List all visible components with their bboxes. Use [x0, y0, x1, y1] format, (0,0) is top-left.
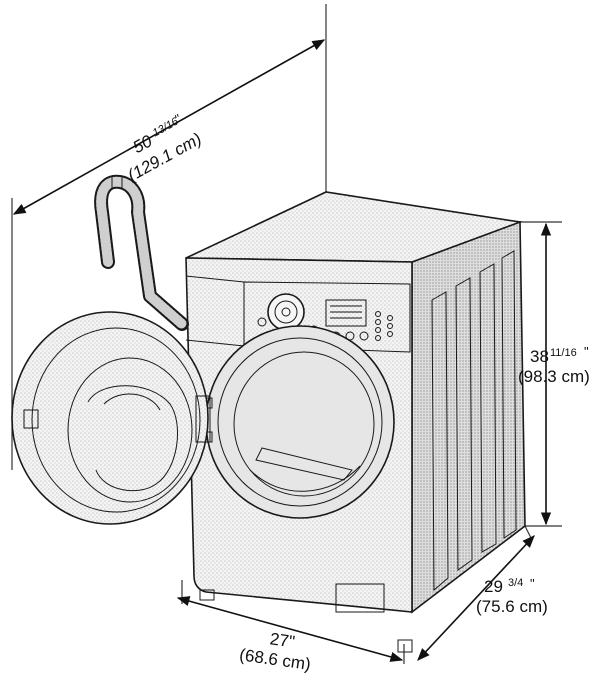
display-panel — [325, 299, 367, 327]
foot-right — [397, 639, 413, 653]
side-depth-value: 29 — [484, 577, 503, 596]
drum-paddle — [255, 447, 353, 481]
height-unit-mark: " — [584, 344, 589, 359]
drum-icon — [205, 325, 395, 519]
control-dial-icon — [267, 293, 305, 331]
power-button-icon — [257, 317, 267, 327]
display-segments — [330, 305, 362, 319]
width-value: 27" — [269, 629, 296, 651]
depth-diagonal-dimension-line — [12, 39, 326, 215]
drain-hose-icon — [94, 174, 189, 331]
washing-machine-illustration — [185, 191, 526, 653]
service-panel — [335, 583, 385, 613]
side-depth-fraction: 3/4 — [508, 577, 523, 589]
side-ribs — [431, 250, 517, 592]
side-depth-metric: (75.6 cm) — [476, 597, 548, 616]
width-dimension-line — [176, 596, 404, 662]
option-buttons — [375, 311, 393, 341]
door-latch — [23, 409, 39, 429]
door-hinge-arm — [195, 395, 211, 443]
dimension-lines — [12, 39, 552, 662]
foot-left — [199, 589, 215, 601]
height-metric: (98.3 cm) — [518, 367, 590, 386]
height-fraction: 11/16 — [550, 347, 577, 359]
side-depth-dimension-line — [417, 535, 535, 661]
depth-diagonal-label: 50 13/16 " (129.1 cm) — [125, 111, 205, 185]
height-label: 38 11/16 " (98.3 cm) — [518, 344, 590, 386]
side-depth-label: 29 3/4 " (75.6 cm) — [476, 576, 548, 616]
door-icon — [11, 311, 211, 525]
side-depth-unit-mark: " — [530, 576, 535, 591]
height-value: 38 — [530, 347, 549, 366]
width-metric: (68.6 cm) — [238, 645, 312, 674]
